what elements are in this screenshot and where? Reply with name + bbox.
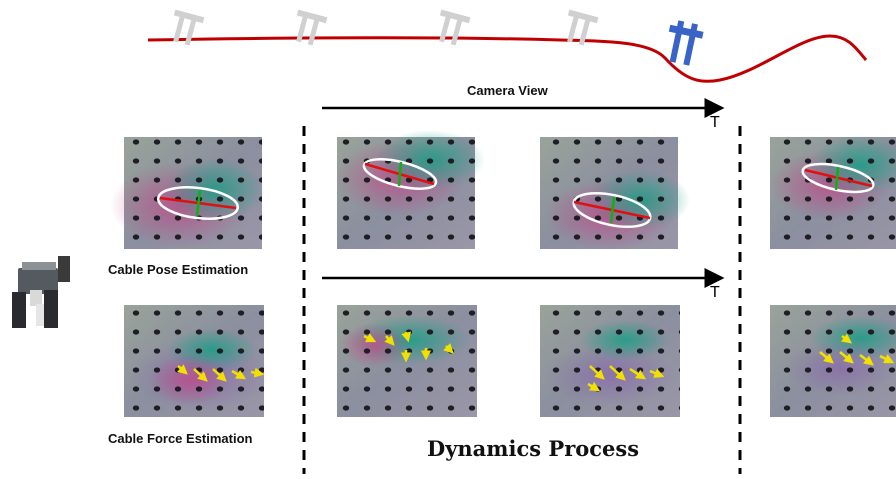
force-panel-t3 xyxy=(770,305,896,417)
time-symbol-bottom: T xyxy=(710,284,720,301)
active-gripper xyxy=(668,20,704,66)
pose-panel-t1 xyxy=(335,130,485,249)
camera-view-label: Camera View xyxy=(467,83,548,98)
force-panel-t1 xyxy=(337,305,477,417)
time-symbol-top: T xyxy=(710,114,720,131)
ghost-gripper-3 xyxy=(439,9,471,46)
pose-panel-reference xyxy=(110,137,265,249)
force-panel-t2 xyxy=(540,305,680,417)
force-panel-reference xyxy=(124,305,270,417)
ghost-gripper-2 xyxy=(296,9,328,46)
pose-panel-t2 xyxy=(540,137,690,250)
cable-line xyxy=(147,34,868,83)
dynamics-process-label: Dynamics Process xyxy=(427,436,640,461)
ghost-gripper-4 xyxy=(567,9,599,46)
ghost-gripper-1 xyxy=(173,9,205,46)
cable-force-label: Cable Force Estimation xyxy=(108,431,253,446)
cable-pose-label: Cable Pose Estimation xyxy=(108,262,249,277)
gripper-sensor-photo xyxy=(8,255,70,333)
pose-panel-t3 xyxy=(770,135,896,249)
